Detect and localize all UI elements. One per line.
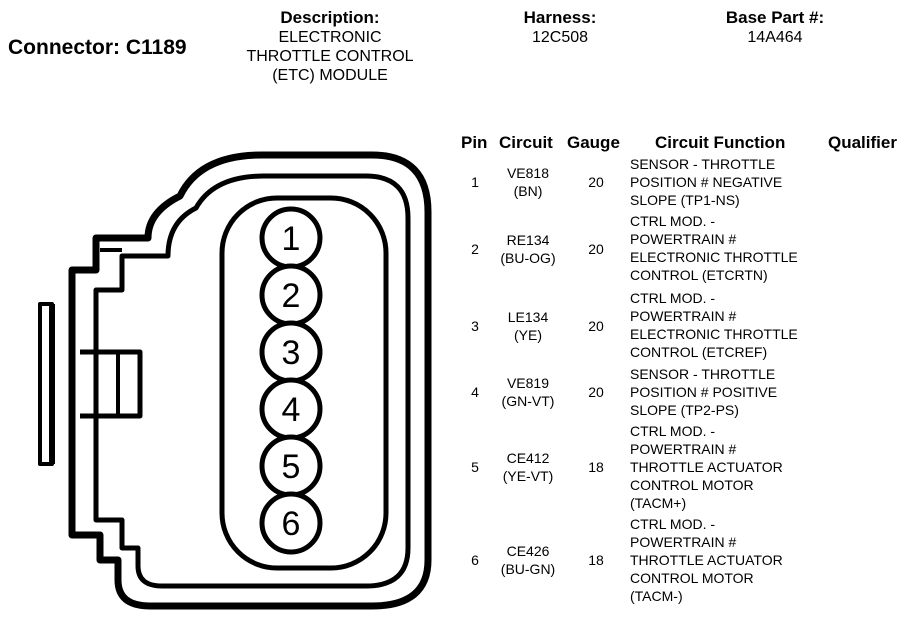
function-line: POWERTRAIN # <box>630 441 737 457</box>
harness-label: Harness: <box>523 8 597 27</box>
connector-face-diagram: 1 2 3 4 5 6 <box>38 151 432 610</box>
function-line: POSITION # POSITIVE <box>630 384 778 400</box>
base-part-value: 14A464 <box>747 29 803 46</box>
pin-circle-6 <box>259 491 323 555</box>
pin-label-2: 2 <box>282 277 301 315</box>
column-header-gauge: Gauge <box>567 133 620 152</box>
gauge: 20 <box>588 174 604 190</box>
circuit-code: VE818 <box>506 165 550 181</box>
function-line: POSITION # NEGATIVE <box>630 174 783 190</box>
pin-label-5: 5 <box>282 448 301 486</box>
circuit-id: VE819 (GN-VT) <box>492 374 564 410</box>
function-line: CONTROL (ETCREF) <box>630 344 768 360</box>
column-header-qualifier: Qualifier <box>828 133 897 152</box>
pin-number: 3 <box>471 318 479 334</box>
pin-cavity-outline <box>219 195 389 571</box>
gauge: 18 <box>588 552 604 568</box>
circuit-code: LE134 <box>507 309 549 325</box>
function-line: CONTROL MOTOR <box>630 477 754 493</box>
function-line: CTRL MOD. - <box>630 290 716 306</box>
pin-circles <box>259 206 323 555</box>
circuit-function: CTRL MOD. - POWERTRAIN # ELECTRONIC THRO… <box>630 212 830 284</box>
description-line: (ETC) MODULE <box>272 67 388 84</box>
connector-housing-outline <box>68 151 432 610</box>
pin-number: 5 <box>471 459 479 475</box>
pin-label-3: 3 <box>282 334 301 372</box>
circuit-color: (BU-GN) <box>500 561 556 577</box>
circuit-code: VE819 <box>506 375 550 391</box>
pin-number: 2 <box>471 241 479 257</box>
function-line: CTRL MOD. - <box>630 423 716 439</box>
function-line: POWERTRAIN # <box>630 231 737 247</box>
function-line: (TACM-) <box>630 588 683 604</box>
pin-number: 1 <box>471 174 479 190</box>
circuit-color: (GN-VT) <box>501 393 555 409</box>
function-line: ELECTRONIC THROTTLE <box>630 326 798 342</box>
circuit-code: RE134 <box>506 232 550 248</box>
description-line: THROTTLE CONTROL <box>246 48 414 65</box>
function-line: SENSOR - THROTTLE <box>630 156 776 172</box>
column-header-circuit: Circuit <box>499 133 553 152</box>
pin-label-6: 6 <box>282 505 301 543</box>
function-line: (TACM+) <box>630 495 687 511</box>
gauge: 20 <box>588 318 604 334</box>
column-header-pin: Pin <box>461 133 488 152</box>
base-part-block: Base Part #: 14A464 <box>700 8 850 47</box>
circuit-color: (YE) <box>514 327 542 343</box>
gauge: 20 <box>588 384 604 400</box>
function-line: CONTROL MOTOR <box>630 570 754 586</box>
circuit-color: (YE-VT) <box>502 468 554 484</box>
circuit-id: CE426 (BU-GN) <box>492 542 564 578</box>
harness-block: Harness: 12C508 <box>490 8 630 47</box>
pin-label-4: 4 <box>282 391 301 429</box>
function-line: CONTROL (ETCRTN) <box>630 267 768 283</box>
base-part-label: Base Part #: <box>725 8 825 27</box>
description-block: Description: ELECTRONIC THROTTLE CONTROL… <box>225 8 435 85</box>
function-line: SLOPE (TP2-PS) <box>630 402 739 418</box>
pin-number: 6 <box>471 552 479 568</box>
circuit-function: SENSOR - THROTTLE POSITION # NEGATIVE SL… <box>630 155 830 209</box>
circuit-function: SENSOR - THROTTLE POSITION # POSITIVE SL… <box>630 365 830 419</box>
description-line: ELECTRONIC <box>278 29 382 46</box>
circuit-code: CE412 <box>506 450 550 466</box>
circuit-function: CTRL MOD. - POWERTRAIN # THROTTLE ACTUAT… <box>630 422 830 512</box>
gauge: 18 <box>588 459 604 475</box>
circuit-function: CTRL MOD. - POWERTRAIN # ELECTRONIC THRO… <box>630 289 830 361</box>
circuit-function: CTRL MOD. - POWERTRAIN # THROTTLE ACTUAT… <box>630 515 830 605</box>
function-line: SLOPE (TP1-NS) <box>630 192 740 208</box>
function-line: POWERTRAIN # <box>630 534 737 550</box>
function-line: THROTTLE ACTUATOR <box>630 552 783 568</box>
pin-number: 4 <box>471 384 479 400</box>
circuit-id: LE134 (YE) <box>492 308 564 344</box>
circuit-id: CE412 (YE-VT) <box>492 449 564 485</box>
function-line: SENSOR - THROTTLE <box>630 366 776 382</box>
harness-value: 12C508 <box>531 29 589 46</box>
pin-label-1: 1 <box>282 220 301 258</box>
function-line: THROTTLE ACTUATOR <box>630 459 783 475</box>
function-line: ELECTRONIC THROTTLE <box>630 249 798 265</box>
function-line: POWERTRAIN # <box>630 308 737 324</box>
gauge: 20 <box>588 241 604 257</box>
function-line: CTRL MOD. - <box>630 213 716 229</box>
latch-tab <box>80 349 143 419</box>
connector-inner-wall <box>93 173 411 589</box>
circuit-id: RE134 (BU-OG) <box>492 231 564 267</box>
connector-title: Connector: C1189 <box>8 36 187 59</box>
description-label: Description: <box>280 8 380 27</box>
circuit-code: CE426 <box>506 543 550 559</box>
column-header-circuit-function: Circuit Function <box>655 133 786 152</box>
function-line: CTRL MOD. - <box>630 516 716 532</box>
circuit-id: VE818 (BN) <box>492 164 564 200</box>
circuit-color: (BU-OG) <box>500 250 556 266</box>
circuit-color: (BN) <box>513 183 543 199</box>
